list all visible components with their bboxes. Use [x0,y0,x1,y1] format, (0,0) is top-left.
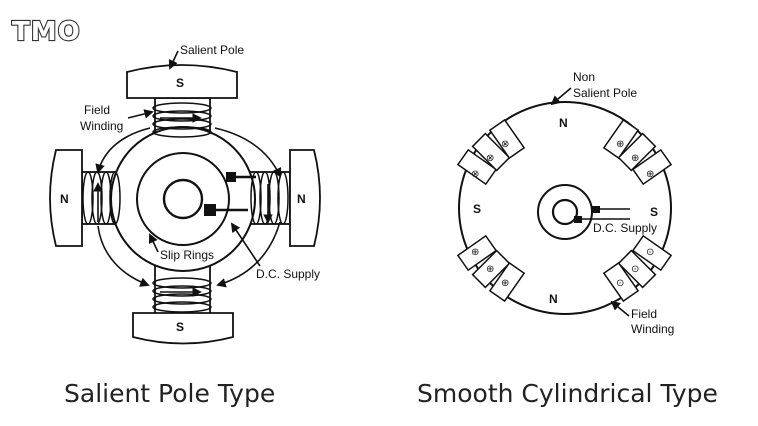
slot-group-bottom-right: ⊙ ⊙ ⊙ [602,234,673,303]
shaft [162,178,204,220]
label-salient-pole: Salient Pole [180,43,244,57]
label-field-winding-2: Winding [80,119,123,133]
svg-text:⊕: ⊕ [501,278,509,289]
svg-text:⊙: ⊙ [631,264,639,275]
cyl-right-pole-letter: S [650,205,658,219]
brush-upper [226,172,236,182]
top-field-winding [152,102,212,138]
label-non-salient-2: Salient Pole [573,86,637,100]
svg-text:⊕: ⊕ [486,264,494,275]
leader-field-winding [127,109,154,119]
label-slip-rings: Slip Rings [160,248,214,262]
label-dc-supply: D.C. Supply [256,267,320,281]
flux-path-top-right [214,127,282,178]
right-pole-shoe [289,149,321,247]
cyl-brush-lower [574,216,582,223]
svg-text:⊙: ⊙ [646,247,654,258]
leader-slip-rings [148,233,159,253]
slot-group-bottom-left: ⊕ ⊕ ⊕ [456,234,526,303]
label-field-winding-1: Field [84,103,110,117]
cyl-shaft [551,198,579,226]
smooth-cylindrical-machine: ⊗ ⊗ ⊗ ⊕ ⊕ ⊕ ⊕ ⊕ ⊕ ⊙ ⊙ ⊙ [456,70,674,336]
leader-non-salient [550,87,572,106]
svg-text:⊗: ⊗ [501,139,509,150]
svg-text:⊕: ⊕ [631,153,639,164]
bottom-pole-shoe [132,312,234,345]
svg-text:⊗: ⊗ [471,169,479,180]
brush-lower [204,204,216,216]
svg-text:⊕: ⊕ [616,139,624,150]
label-cyl-field-winding-1: Field [631,307,657,321]
cyl-bottom-pole-letter: N [549,292,558,306]
cyl-left-pole-letter: S [473,202,481,216]
svg-text:⊕: ⊕ [471,247,479,258]
caption-smooth-cylindrical-type: Smooth Cylindrical Type [417,379,718,408]
label-cyl-field-winding-2: Winding [631,322,674,336]
cyl-brush-upper [592,206,600,213]
flux-path-bottom-left [97,225,150,287]
logo: TMO [12,17,81,47]
slot-group-top-right: ⊕ ⊕ ⊕ [602,118,673,186]
leader-cyl-field-winding [610,300,630,317]
caption-salient-pole-type: Salient Pole Type [64,379,275,408]
label-cyl-dc-supply: D.C. Supply [593,221,657,235]
top-pole-letter: S [176,76,184,90]
label-non-salient-1: Non [573,70,595,84]
top-pole-shoe [126,64,238,99]
bottom-field-winding [152,277,212,313]
flux-path-bottom-right [216,221,281,288]
slot-group-top-left: ⊗ ⊗ ⊗ [456,118,526,186]
svg-text:⊗: ⊗ [486,153,494,164]
flux-path-top-left [95,127,151,174]
leader-dc-supply [230,222,261,267]
cyl-top-pole-letter: N [559,116,568,130]
salient-pole-machine: S S N N Salient Pole Field Winding Slip … [49,43,321,345]
right-pole-letter: N [297,192,306,206]
bottom-pole-letter: S [176,320,184,334]
svg-text:⊕: ⊕ [646,169,654,180]
svg-text:⊙: ⊙ [616,278,624,289]
left-pole-shoe [49,149,83,247]
leader-salient-pole [168,50,179,70]
left-pole-letter: N [60,192,69,206]
